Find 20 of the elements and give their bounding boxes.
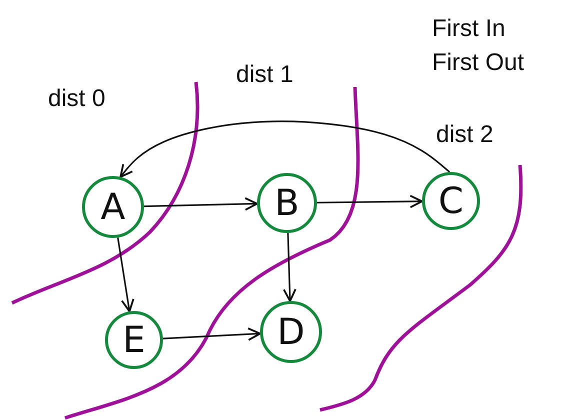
- node-circle: [105, 311, 163, 369]
- handwritten-note: dist 2: [436, 120, 494, 150]
- node-letter: E: [122, 320, 146, 360]
- arrow: [282, 232, 296, 302]
- node-circle: [260, 301, 322, 363]
- node-circle: [422, 172, 480, 230]
- handwritten-note: dist 1: [236, 60, 294, 90]
- node-letter: A: [100, 186, 126, 228]
- arrow: [120, 120, 450, 178]
- node-letter: B: [274, 182, 300, 224]
- node-circle: [257, 173, 317, 233]
- arrow: [144, 197, 258, 211]
- node-letter: D: [277, 312, 305, 352]
- handwritten-note: dist 0: [48, 84, 106, 114]
- handwritten-note: First In First Out: [432, 14, 526, 78]
- arrow: [117, 238, 134, 312]
- arrow: [316, 194, 423, 208]
- node-circle: [82, 176, 144, 238]
- arrow: [162, 327, 261, 341]
- node-letter: C: [438, 180, 464, 222]
